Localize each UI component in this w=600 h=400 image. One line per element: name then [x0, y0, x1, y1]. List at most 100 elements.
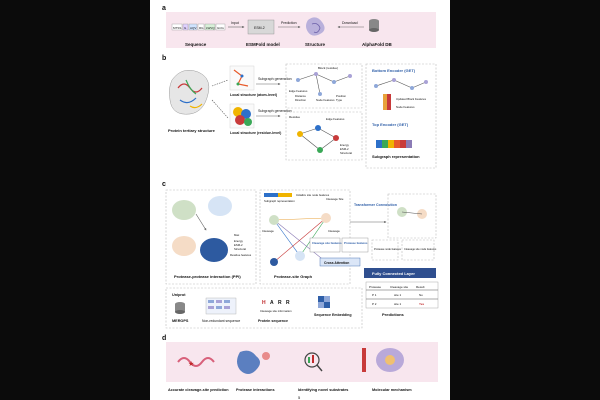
- protease-node-panel: [371, 239, 399, 261]
- aa-letter-2: A: [270, 300, 274, 306]
- table-cell: Yes: [419, 302, 425, 306]
- transformer-output-image: [397, 207, 427, 219]
- cross-attention-label: Cross Attention: [324, 261, 349, 265]
- protein-seq-label: Protein sequence: [258, 319, 288, 323]
- updated-block-label: Updated Block Features: [396, 97, 427, 101]
- aa-letter-1: H: [262, 300, 266, 306]
- cleavage-info-label: Cleavage site information: [260, 309, 292, 313]
- residue-edge-features: Edge Features: [326, 117, 345, 121]
- panel-a: a MTSS G AQV RG LWVQ GCG Sequence Input …: [162, 5, 436, 48]
- cleavage-site-label: Cleavage Site: [326, 197, 344, 201]
- table-cell: site 1: [394, 293, 402, 297]
- database-icon: [369, 19, 379, 32]
- ppi-energy: Energy: [234, 239, 243, 243]
- esm2-text: ESM-2: [254, 26, 265, 30]
- cleavage-node-label: Cleavage site node features: [404, 247, 437, 251]
- subgraph-repr-label: Subgraph representation: [372, 154, 420, 159]
- local-residue-label: Local structure (residue-level): [230, 131, 282, 135]
- block-residue-label: Block (residue): [318, 66, 338, 70]
- position-label: Position: [336, 94, 346, 98]
- aa-letter-4: R: [286, 300, 290, 306]
- aa-letter-3: R: [278, 300, 282, 306]
- sequence-boxes: MTSS G AQV RG LWVQ GCG: [171, 23, 226, 31]
- bottom-encoder-label: Bottom Encoder (GET): [372, 68, 416, 73]
- residue-structural: Structural: [340, 151, 352, 155]
- seq-embedding-label: Sequence Embedding: [314, 313, 352, 317]
- residue-energy: Energy: [340, 143, 349, 147]
- seq-chunk: RG: [199, 26, 204, 30]
- transformer-output-panel: [387, 193, 437, 239]
- subgraph-repr-bars: [264, 193, 292, 197]
- predictions-label: Predictions: [382, 312, 405, 317]
- figure-canvas: a MTSS G AQV RG LWVQ GCG Sequence Input …: [162, 5, 439, 400]
- table-header: Cleavage site: [390, 285, 409, 289]
- cleavage-feats-box: [309, 237, 341, 253]
- fcl-box: [364, 268, 436, 278]
- residue-label: Residue: [289, 115, 300, 119]
- download-label: Download: [342, 21, 358, 25]
- protease-node-label: Protease node features: [374, 247, 402, 251]
- structure-icon: [306, 17, 325, 36]
- residue-esm2: ESM-2: [340, 147, 349, 151]
- panel-c: c Max Energy ESM-2 Structural Residue fe…: [162, 181, 439, 329]
- structure-label: Structure: [305, 42, 326, 47]
- ppi-esm2: ESM-2: [234, 243, 243, 247]
- cleavage-feats-label: Cleavage site features: [312, 241, 342, 245]
- graph-label: Protease-site Graph: [274, 274, 313, 279]
- caption-molecular-mechanism: Molecular mechanism: [372, 388, 412, 392]
- updated-node-label: Node Features: [396, 105, 415, 109]
- panel-b: b Protein tertiary structure Local struc…: [162, 55, 437, 169]
- protein-structure-image: [169, 70, 210, 115]
- panel-a-letter: a: [162, 5, 166, 12]
- bottom-encoder-graph: [374, 78, 428, 110]
- molecular-mechanism-icon: [362, 348, 404, 372]
- seq-chunk: GCG: [217, 26, 225, 30]
- top-encoder-label: Top Encoder (GET): [372, 122, 409, 127]
- nonredundant-label: Non-redundant sequence: [202, 319, 240, 323]
- page-number: 5: [298, 395, 301, 400]
- uniprot-label: Uniprot: [172, 293, 186, 297]
- node-features-label: Node Features: [316, 98, 335, 102]
- residue-graph: [297, 125, 339, 153]
- cross-attention-box: [319, 257, 361, 267]
- local-structure-atom-image: [229, 65, 255, 91]
- local-atom-label: Local structure (atom-level): [230, 93, 278, 97]
- ppi-image: [172, 196, 232, 262]
- type-label: Type: [336, 98, 343, 102]
- residue-graph-panel: [285, 111, 363, 161]
- merops-label: MEROPS: [172, 319, 189, 323]
- seq-chunk: LWVQ: [206, 26, 215, 30]
- ppi-label: Protease-protease interaction (PPI): [174, 274, 241, 279]
- protease-site-graph: [269, 213, 331, 266]
- table-cell: P 2: [372, 302, 377, 306]
- table-cell: No: [419, 293, 423, 297]
- panel-c-letter: c: [162, 181, 166, 188]
- esmfold-model-box: [247, 19, 275, 35]
- graph-panel: [259, 189, 351, 285]
- seq-chunk: AQV: [190, 26, 196, 30]
- sequence-label: Sequence: [185, 42, 207, 47]
- panel-d: d ★ Accurate cleavage-site prediction Pr…: [162, 335, 438, 392]
- ppi-panel: [165, 189, 257, 285]
- residue-features-label: Residue features: [230, 253, 252, 257]
- atom-graph-panel: [285, 63, 363, 109]
- cleavage-node-panel: [401, 239, 435, 261]
- embedding-grid: [318, 296, 330, 308]
- transformer-label: Transformer Convolution: [354, 203, 397, 207]
- atom-graph: [296, 72, 352, 96]
- direction-label: Direction: [295, 98, 306, 102]
- seq-chunk: MTSS: [173, 26, 181, 30]
- protein-tertiary-label: Protein tertiary structure: [168, 128, 216, 133]
- encoder-panel: [365, 63, 437, 169]
- protease-feats-box: [341, 237, 369, 253]
- protease-feats-label: Protease features: [344, 241, 368, 245]
- svg-text:★: ★: [188, 360, 194, 368]
- panel-b-letter: b: [162, 55, 166, 62]
- panel-d-letter: d: [162, 335, 166, 342]
- caption-cleavage-prediction: Accurate cleavage-site prediction: [168, 388, 229, 392]
- predictions-table: Protease Cleavage site Result P 1 site 1…: [365, 281, 439, 309]
- ppi-structural: Structural: [234, 247, 246, 251]
- table-header: Protease: [369, 285, 381, 289]
- table-cell: P 1: [372, 293, 377, 297]
- nonredundant-grid: [205, 297, 237, 315]
